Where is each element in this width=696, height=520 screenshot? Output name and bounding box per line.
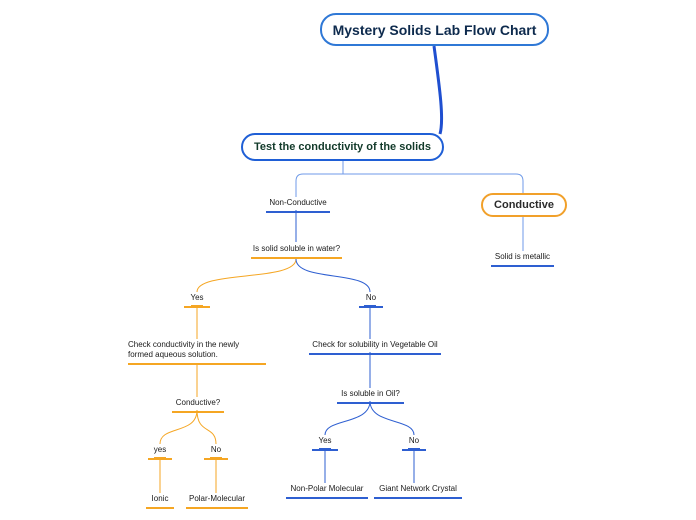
node-soluble-oil[interactable]: Is soluble in Oil? (337, 389, 404, 404)
connector-title-root (432, 45, 444, 135)
node-non-conductive[interactable]: Non-Conductive (266, 198, 330, 213)
connector-root-nonconductive (295, 173, 343, 197)
connector-root-conductive (343, 173, 524, 193)
node-no-oil[interactable]: No (402, 436, 426, 451)
node-check-aqueous[interactable]: Check conductivity in the newly formed a… (128, 340, 266, 365)
node-check-oil[interactable]: Check for solubility in Vegetable Oil (309, 340, 441, 355)
connector-cond-no (196, 409, 217, 445)
node-solid-metallic[interactable]: Solid is metallic (491, 252, 554, 267)
connector-water-yes (196, 258, 297, 293)
node-polar-molecular[interactable]: Polar-Molecular (186, 494, 248, 509)
node-giant-network[interactable]: Giant Network Crystal (374, 484, 462, 499)
node-nonpolar-molecular[interactable]: Non-Polar Molecular (286, 484, 368, 499)
connector-oil-yes (324, 400, 371, 436)
node-yes-oil[interactable]: Yes (312, 436, 338, 451)
connector-water-no (295, 258, 371, 293)
node-soluble-water[interactable]: Is solid soluble in water? (251, 244, 342, 259)
chart-title[interactable]: Mystery Solids Lab Flow Chart (320, 13, 549, 46)
node-ionic[interactable]: Ionic (146, 494, 174, 509)
node-conductive[interactable]: Conductive (481, 193, 567, 217)
node-conductive-question[interactable]: Conductive? (172, 398, 224, 413)
connector-oil-no (369, 400, 415, 436)
node-yes-conductive[interactable]: yes (148, 445, 172, 460)
connector-cond-yes (159, 409, 198, 445)
node-yes-water[interactable]: Yes (184, 293, 210, 308)
node-test-conductivity[interactable]: Test the conductivity of the solids (241, 133, 444, 161)
node-no-conductive[interactable]: No (204, 445, 228, 460)
node-no-water[interactable]: No (359, 293, 383, 308)
